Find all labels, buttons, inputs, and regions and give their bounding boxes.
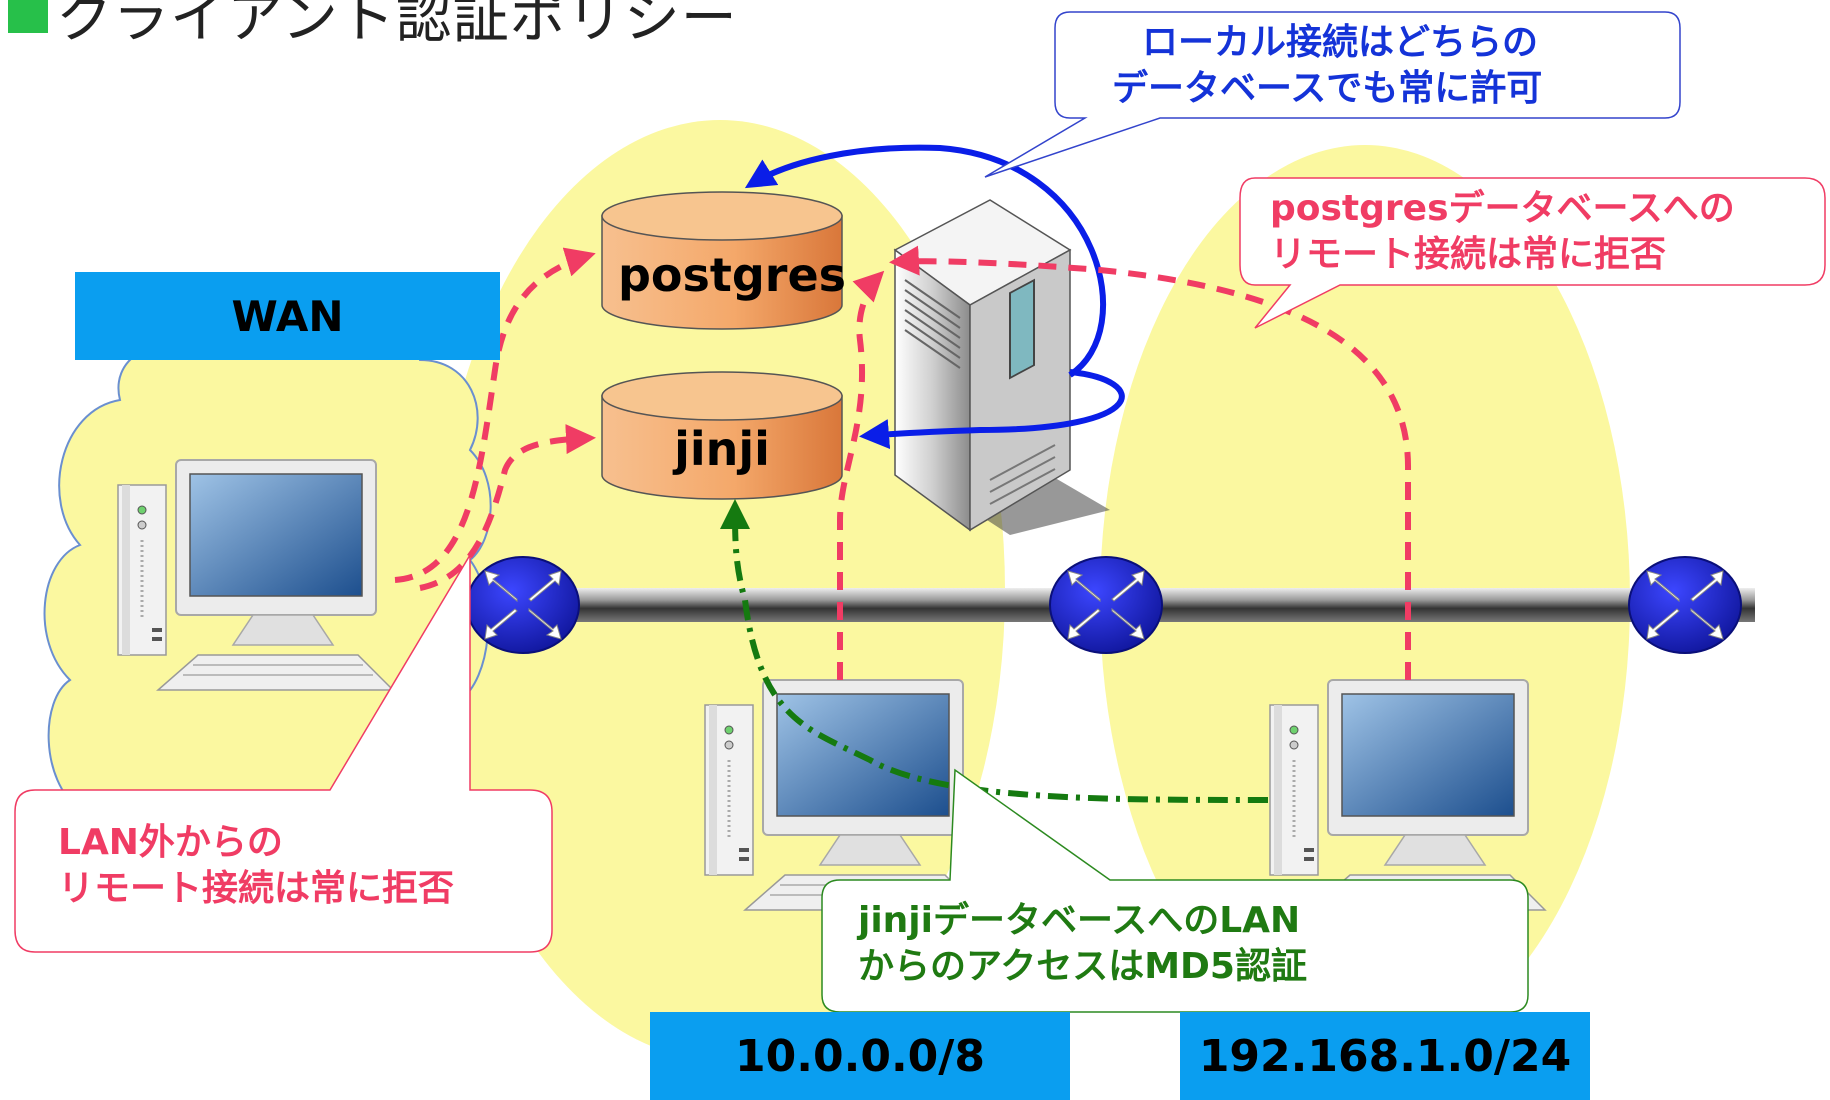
- page-title: クライアント認証ポリシー: [0, 0, 738, 51]
- callout-local: [984, 11, 1681, 178]
- callout-postgres-remote: [1239, 177, 1826, 329]
- database-postgres-label: postgres: [617, 248, 847, 302]
- callout-local-line2: データベースでも常に許可: [1112, 68, 1543, 109]
- wan-label: WAN: [75, 272, 500, 360]
- callout-jinji-lan: [821, 768, 1529, 1013]
- callout-outside-lan-text: LAN外からの リモート接続は常に拒否: [58, 820, 454, 912]
- database-icon: [601, 371, 843, 500]
- callout-postgres-remote-text: postgresデータベースへの リモート接続は常に拒否: [1270, 186, 1735, 278]
- lan-192-label: 192.168.1.0/24: [1180, 1012, 1590, 1100]
- lan-10-label: 10.0.0.0/8: [650, 1012, 1070, 1100]
- callout-local-line1: ローカル接続はどちらの: [1142, 22, 1539, 63]
- callout-postgres-remote-line1: postgresデータベースへの: [1270, 188, 1735, 229]
- deny-arrow-lan10-postgres: [837, 270, 885, 680]
- pc-icon: [703, 678, 982, 912]
- callout-outside-lan: [14, 552, 553, 953]
- title-bullet-icon: [8, 0, 48, 33]
- deny-arrow-wan-postgres: [394, 247, 596, 583]
- local-arrow-postgres: [744, 144, 1106, 378]
- pc-icon: [116, 458, 395, 692]
- server-icon: [893, 199, 1110, 535]
- callout-postgres-remote-line2: リモート接続は常に拒否: [1270, 234, 1667, 275]
- router-icon: [1049, 556, 1163, 654]
- deny-arrow-wan-jinji: [419, 424, 596, 591]
- router-icon: [466, 556, 580, 654]
- deny-arrow-lan192-postgres: [889, 245, 1412, 680]
- page-title-text: クライアント認証ポリシー: [56, 0, 738, 51]
- local-arrow-jinji: [859, 369, 1125, 450]
- callout-outside-lan-line1: LAN外からの: [58, 822, 283, 863]
- callout-local-text: ローカル接続はどちらの データベースでも常に許可: [1112, 20, 1542, 112]
- database-icon: [601, 191, 843, 330]
- database-jinji-label: jinji: [674, 422, 770, 476]
- pc-icon: [1268, 678, 1547, 912]
- router-icon: [1628, 556, 1742, 654]
- callout-jinji-lan-line1: jinjiデータベースへのLAN: [858, 900, 1301, 941]
- callout-outside-lan-line2: リモート接続は常に拒否: [58, 868, 455, 909]
- callout-jinji-lan-text: jinjiデータベースへのLAN からのアクセスはMD5認証: [858, 898, 1307, 990]
- callout-jinji-lan-line2: からのアクセスはMD5認証: [858, 946, 1307, 987]
- md5-arrow: [720, 499, 1269, 803]
